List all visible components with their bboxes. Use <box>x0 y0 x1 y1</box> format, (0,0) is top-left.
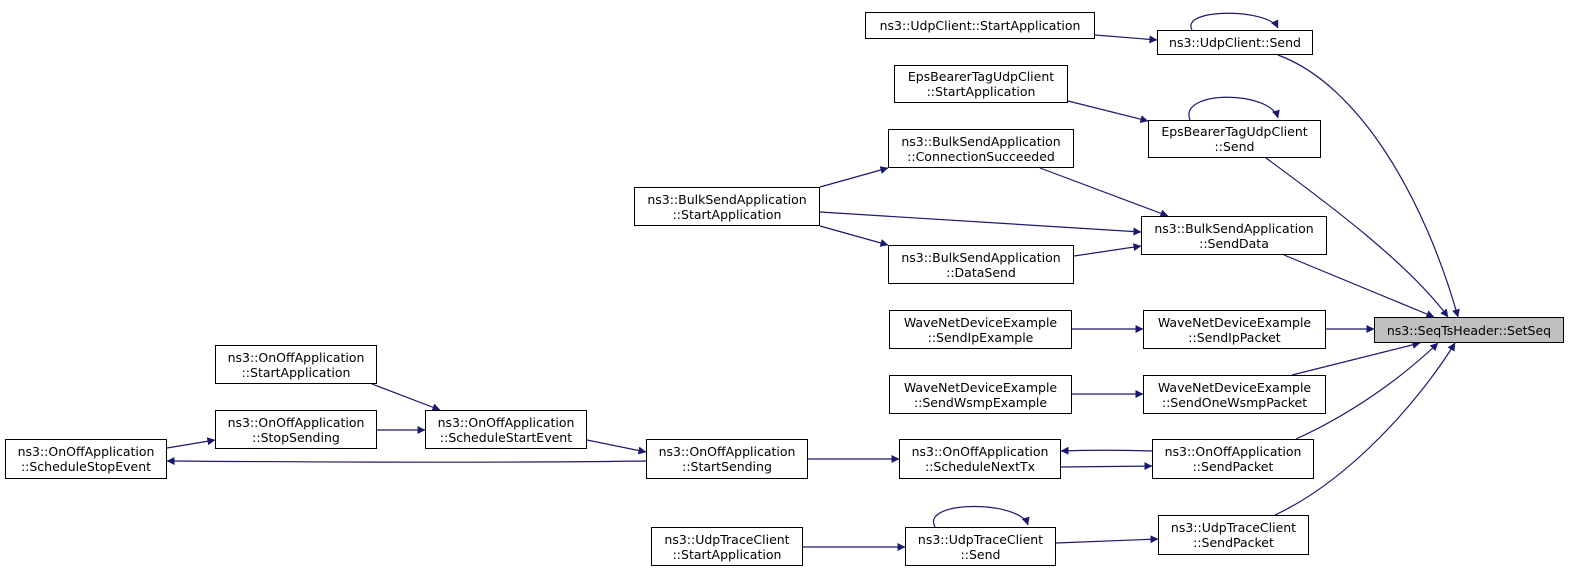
edge-onoff_schednexttx-to-onoff_sendpacket <box>1060 462 1153 471</box>
edge-udpclient_send-to-udpclient_send <box>1190 12 1279 31</box>
edge-epsbearer_send-to-epsbearer_send <box>1188 96 1280 121</box>
node-bulksendapplication-datasend[interactable]: ns3::BulkSendApplication::DataSend <box>888 245 1074 284</box>
node-label-line: ::Send <box>1214 139 1255 154</box>
node-label-line: ::SendWsmpExample <box>913 394 1048 410</box>
edge-bulk_start-to-bulk_senddata <box>819 211 1142 236</box>
node-epsbearertagudpclient-startapplication[interactable]: EpsBearerTagUdpClient::StartApplication <box>894 65 1068 103</box>
node-label-line: ns3::OnOffApplication <box>227 349 365 365</box>
edge-onoff_schedstart-to-onoff_startsending <box>586 439 647 455</box>
edge-onoff_sendpacket-to-setseq <box>1295 342 1439 440</box>
edge-bulk_conn-to-bulk_senddata <box>1039 167 1169 218</box>
node-onoffapplication-schedulenexttx[interactable]: ns3::OnOffApplication::ScheduleNextTx <box>899 439 1061 479</box>
edge-udpclient_send-to-setseq <box>1277 54 1460 318</box>
node-label-line: ::SendPacket <box>1192 459 1274 474</box>
edge-wave_onewsmp-to-setseq <box>1291 340 1421 376</box>
node-label-line: ns3::BulkSendApplication <box>901 249 1061 265</box>
node-label-line: ::StopSending <box>252 429 340 445</box>
node-label-line: ::StartApplication <box>672 546 782 562</box>
node-label-line: ::SendData <box>1199 235 1269 251</box>
node-label-line: ns3::UdpTraceClient <box>664 531 790 547</box>
node-label-line: ::SendPacket <box>1193 535 1274 550</box>
node-label-line: WaveNetDeviceExample <box>903 379 1058 395</box>
node-label-line: ns3::BulkSendApplication <box>1154 220 1314 236</box>
node-udptraceclient-send[interactable]: ns3::UdpTraceClient::Send <box>905 527 1056 566</box>
edge-udptrace_sendpacket-to-setseq <box>1274 342 1456 516</box>
edge-bulk_senddata-to-setseq <box>1283 254 1435 318</box>
node-label-line: ns3::BulkSendApplication <box>647 191 807 207</box>
node-wavenetdeviceexample-sendwsmpexample[interactable]: WaveNetDeviceExample::SendWsmpExample <box>889 375 1072 414</box>
node-udptraceclient-sendpacket[interactable]: ns3::UdpTraceClient::SendPacket <box>1158 515 1309 555</box>
node-label-line: ns3::OnOffApplication <box>227 414 365 430</box>
node-seqtsheader-setseq: ns3::SeqTsHeader::SetSeq <box>1374 317 1564 343</box>
node-onoffapplication-sendpacket[interactable]: ns3::OnOffApplication::SendPacket <box>1152 439 1314 479</box>
node-label-line: WaveNetDeviceExample <box>1157 379 1312 395</box>
node-label-line: ns3::OnOffApplication <box>911 444 1049 459</box>
node-wavenetdeviceexample-sendippacket[interactable]: WaveNetDeviceExample::SendIpPacket <box>1143 310 1326 349</box>
node-onoffapplication-schedulestartevent[interactable]: ns3::OnOffApplication::ScheduleStartEven… <box>425 410 587 449</box>
node-label-line: ::StartApplication <box>926 84 1036 99</box>
node-bulksendapplication-startapplication[interactable]: ns3::BulkSendApplication::StartApplicati… <box>634 187 820 226</box>
edge-udpclient_start-to-udpclient_send <box>1094 34 1158 44</box>
node-onoffapplication-startsending[interactable]: ns3::OnOffApplication::StartSending <box>646 439 808 479</box>
edge-udptrace_send-to-udptrace_sendpacket <box>1055 535 1159 544</box>
node-wavenetdeviceexample-sendonewsmppacket[interactable]: WaveNetDeviceExample::SendOneWsmpPacket <box>1143 375 1326 414</box>
node-label-line: ::Send <box>960 546 1001 562</box>
node-wavenetdeviceexample-sendipexample[interactable]: WaveNetDeviceExample::SendIpExample <box>889 310 1072 349</box>
node-udpclient-send[interactable]: ns3::UdpClient::Send <box>1157 30 1313 55</box>
edge-udptrace_send-to-udptrace_send <box>932 505 1030 528</box>
edge-onoff_startsending-to-onoff_schedstop <box>166 457 647 466</box>
node-bulksendapplication-senddata[interactable]: ns3::BulkSendApplication::SendData <box>1141 216 1327 255</box>
node-onoffapplication-schedulestopevent[interactable]: ns3::OnOffApplication::ScheduleStopEvent <box>5 439 167 479</box>
node-label-line: ns3::UdpTraceClient <box>917 531 1044 547</box>
node-label-line: ::SendIpExample <box>927 329 1034 345</box>
node-label-line: ns3::UdpClient::Send <box>1169 35 1301 50</box>
node-label-line: ns3::OnOffApplication <box>437 414 575 430</box>
node-udpclient-startapplication[interactable]: ns3::UdpClient::StartApplication <box>865 12 1095 39</box>
edge-epsbearer_start-to-epsbearer_send <box>1067 100 1149 124</box>
node-label-line: ::DataSend <box>946 264 1016 280</box>
node-udptraceclient-startapplication[interactable]: ns3::UdpTraceClient::StartApplication <box>651 527 803 566</box>
node-label-line: ns3::UdpClient::StartApplication <box>879 18 1081 33</box>
node-label-line: ns3::OnOffApplication <box>1164 444 1302 459</box>
edge-bulk_start-to-bulk_conn <box>819 166 889 188</box>
node-label-line: WaveNetDeviceExample <box>903 314 1058 330</box>
node-label-line: ::StartApplication <box>241 364 351 380</box>
node-label-line: ::ScheduleStartEvent <box>439 429 573 445</box>
node-label-line: ns3::BulkSendApplication <box>901 133 1061 149</box>
node-label-line: ::ScheduleNextTx <box>924 459 1036 474</box>
node-label-line: WaveNetDeviceExample <box>1157 314 1312 330</box>
node-label-line: EpsBearerTagUdpClient <box>1161 124 1308 139</box>
node-bulksendapplication-connectionsucceeded[interactable]: ns3::BulkSendApplication::ConnectionSucc… <box>888 129 1074 168</box>
node-onoffapplication-startapplication[interactable]: ns3::OnOffApplication::StartApplication <box>215 345 377 384</box>
edge-onoff_sendpacket-to-onoff_schednexttx <box>1060 446 1153 455</box>
node-label-line: ::SendOneWsmpPacket <box>1161 394 1308 410</box>
edge-bulk_start-to-bulk_datasend <box>819 225 889 247</box>
node-label-line: ::ScheduleStopEvent <box>20 459 152 474</box>
node-label-line: ns3::UdpTraceClient <box>1170 520 1297 535</box>
edge-bulk_datasend-to-bulk_senddata <box>1073 243 1142 257</box>
node-label-line: EpsBearerTagUdpClient <box>907 69 1055 84</box>
edge-onoff_schedstop-to-onoff_stopsending <box>166 437 216 449</box>
node-epsbearertagudpclient-send[interactable]: EpsBearerTagUdpClient::Send <box>1148 120 1321 158</box>
node-label-line: ns3::SeqTsHeader::SetSeq <box>1386 322 1552 338</box>
node-label-line: ::SendIpPacket <box>1188 329 1281 345</box>
edge-epsbearer_send-to-setseq <box>1265 157 1449 318</box>
node-onoffapplication-stopsending[interactable]: ns3::OnOffApplication::StopSending <box>215 410 377 449</box>
edge-onoff_startapp-to-onoff_schedstart <box>371 383 441 412</box>
node-label-line: ns3::OnOffApplication <box>17 444 155 459</box>
node-label-line: ::StartApplication <box>672 206 782 222</box>
node-label-line: ns3::OnOffApplication <box>658 444 796 459</box>
node-label-line: ::ConnectionSucceeded <box>907 148 1055 164</box>
node-label-line: ::StartSending <box>682 459 772 474</box>
